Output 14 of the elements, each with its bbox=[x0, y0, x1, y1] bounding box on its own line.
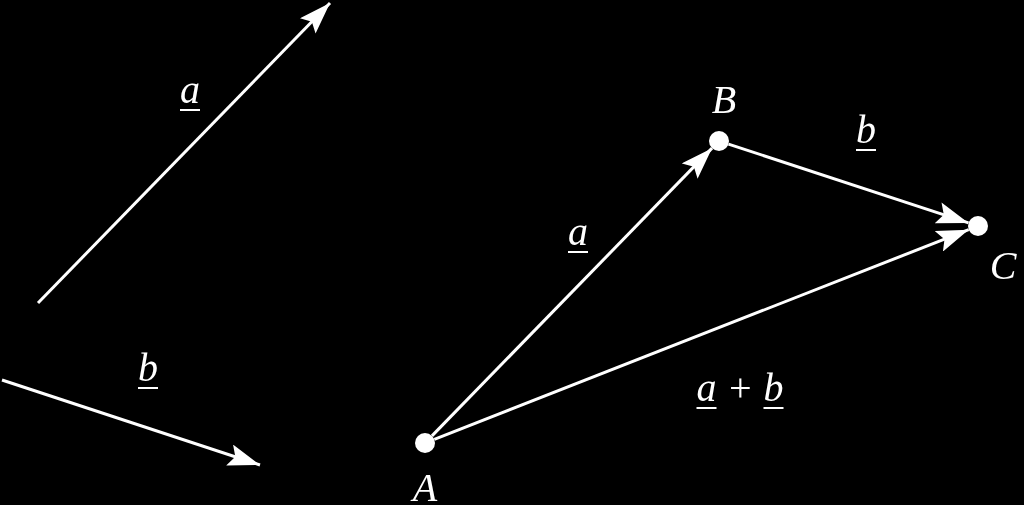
point-dot bbox=[415, 433, 435, 453]
point-label: B bbox=[711, 78, 737, 122]
vector-label: b bbox=[138, 346, 158, 390]
edge-label: a + b bbox=[696, 366, 784, 410]
point-dot bbox=[709, 131, 729, 151]
arrow bbox=[430, 147, 714, 437]
edge-label: b bbox=[856, 108, 876, 152]
point-label: A bbox=[412, 466, 438, 505]
arrow bbox=[433, 228, 970, 441]
edge-label: a bbox=[568, 210, 588, 254]
vector-label: a bbox=[180, 68, 200, 112]
arrow bbox=[728, 142, 969, 225]
point-dot bbox=[968, 216, 988, 236]
point-label: C bbox=[989, 244, 1017, 288]
